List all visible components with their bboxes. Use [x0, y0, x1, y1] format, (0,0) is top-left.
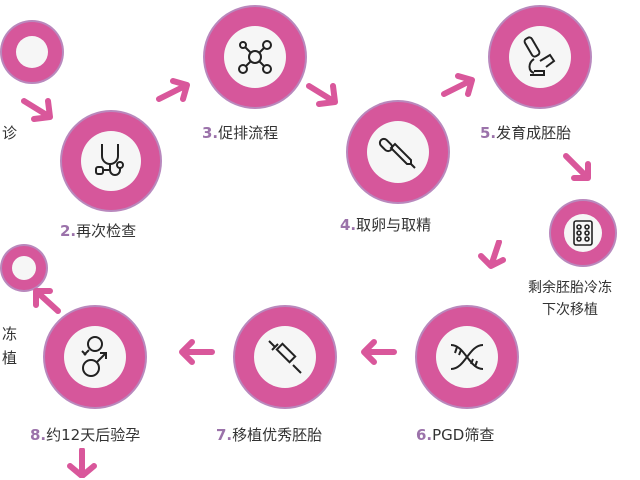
step-9-circle [2, 246, 46, 290]
step-2-circle [62, 112, 160, 210]
step-8-label: 8.约12天后验孕 [30, 424, 140, 445]
step-2-label: 2.再次检查 [60, 220, 136, 241]
step-4-label: 4.取卵与取精 [340, 214, 431, 235]
molecule-icon [238, 40, 272, 74]
frozen-embryo-line1: 剩余胚胎冷冻 [528, 280, 612, 296]
step-4-text: 取卵与取精 [356, 216, 432, 234]
arrow-3-4 [306, 83, 338, 107]
step-2-number: 2. [60, 222, 77, 240]
frozen-embryo-label: 剩余胚胎冷冻下次移植 [528, 277, 612, 321]
arrow-freeze-6 [478, 240, 506, 269]
embryo-plate-icon [573, 220, 593, 246]
gender-icon [81, 336, 107, 377]
syringe-icon [268, 340, 302, 374]
step-2-text: 再次检查 [76, 222, 137, 240]
step-3-number: 3. [202, 124, 219, 142]
arrow-1-2 [21, 98, 53, 122]
step-8-circle [45, 307, 145, 407]
step-7-text: 移植优秀胚胎 [232, 426, 323, 444]
arrow-5-freeze [563, 153, 591, 181]
arrow-8-9 [33, 288, 61, 314]
arrow-4-5 [441, 73, 475, 97]
step-4-number: 4. [340, 216, 357, 234]
step-6-number: 6. [416, 426, 433, 444]
step-6-label: 6.PGD筛查 [416, 424, 494, 445]
arrow-7-8 [179, 339, 215, 365]
stethoscope-icon [95, 144, 124, 176]
step-9-line1: 冻 [2, 325, 18, 343]
step-6-circle [417, 307, 517, 407]
step-5-label: 5.发育成胚胎 [480, 122, 571, 143]
arrow-2-3 [156, 78, 190, 102]
step-9-line2: 植 [2, 349, 18, 367]
arrow-8-down [67, 448, 97, 478]
step-1-circle [2, 22, 62, 82]
step-4-circle [348, 102, 448, 202]
step-7-label: 7.移植优秀胚胎 [216, 424, 322, 445]
step-3-circle [205, 7, 305, 107]
arrow-6-7 [361, 339, 397, 365]
step-7-circle [235, 307, 335, 407]
step-7-number: 7. [216, 426, 233, 444]
step-9-label: 冻植 [2, 322, 17, 370]
frozen-embryo-line2: 下次移植 [542, 302, 598, 318]
pipette-icon [378, 137, 416, 169]
step-3-text: 促排流程 [218, 124, 279, 142]
step-1-label: 诊 [2, 122, 17, 143]
step-3-label: 3.促排流程 [202, 122, 278, 143]
step-5-circle [490, 7, 590, 107]
microscope-icon [523, 36, 556, 76]
step-8-text: 约12天后验孕 [46, 426, 141, 444]
step-1-text: 诊 [2, 124, 18, 142]
step-6-text: PGD筛查 [432, 426, 495, 444]
step-5-number: 5. [480, 124, 497, 142]
frozen-embryo-circle [551, 201, 615, 265]
dna-icon [450, 344, 484, 370]
step-5-text: 发育成胚胎 [496, 124, 572, 142]
step-8-number: 8. [30, 426, 47, 444]
